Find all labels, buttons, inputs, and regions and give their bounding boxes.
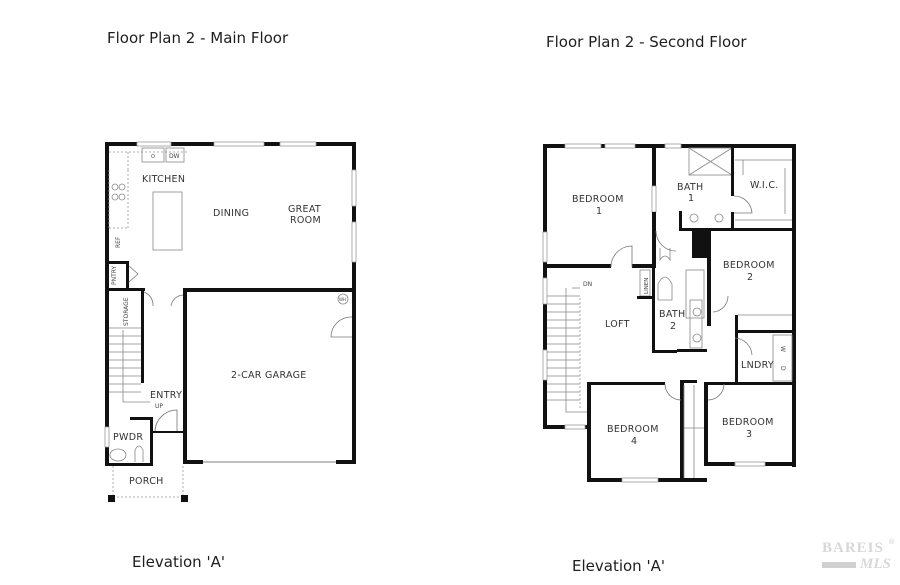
watermark-line1: BAREIS — [822, 540, 884, 556]
dining-label: DINING — [213, 208, 249, 219]
refrigerator-label: REF — [115, 236, 122, 248]
watermark-registered: ® — [888, 538, 895, 546]
stair-up-label: UP — [155, 403, 163, 410]
linen-label: LINEN — [644, 278, 650, 294]
second-floor-plan: LINEN DN W D — [542, 143, 796, 483]
main-floor-plan: DW REF PNTRY WH STORAGE — [104, 141, 357, 502]
entry-label: ENTRY — [150, 390, 182, 401]
great-room-label-line1: GREAT — [288, 204, 321, 215]
dryer-label: D — [779, 366, 786, 371]
bedroom4-label-line2: 4 — [631, 436, 637, 447]
bedroom4-label-line1: BEDROOM — [607, 424, 659, 435]
great-room-label-line2: ROOM — [290, 215, 321, 226]
bath2-label-line1: BATH — [659, 309, 685, 320]
stair-down-label: DN — [583, 281, 592, 288]
bath2-label-line2: 2 — [670, 321, 676, 332]
dishwasher-label: DW — [169, 153, 180, 160]
bedroom1-label-line1: BEDROOM — [572, 194, 624, 205]
water-heater-label: WH — [339, 297, 346, 302]
kitchen-label: KITCHEN — [142, 174, 185, 185]
pantry-label: PNTRY — [111, 265, 118, 285]
garage-label: 2-CAR GARAGE — [231, 370, 307, 381]
laundry-label: LNDRY — [741, 360, 774, 371]
storage-label: STORAGE — [123, 297, 130, 326]
bareis-mls-watermark: BAREIS ® MLS — [818, 538, 898, 582]
bedroom2-label-line2: 2 — [747, 272, 753, 283]
bath1-label-line1: BATH — [677, 182, 703, 193]
bedroom2-label-line1: BEDROOM — [723, 260, 775, 271]
porch-label: PORCH — [129, 476, 164, 487]
watermark-bar — [822, 562, 856, 568]
washer-label: W — [779, 346, 786, 352]
second-floor-elevation: Elevation 'A' — [572, 557, 665, 575]
loft-label: LOFT — [605, 319, 630, 330]
bedroom3-label-line2: 3 — [746, 429, 752, 440]
bath1-label-line2: 1 — [688, 193, 694, 204]
powder-room-label: PWDR — [113, 432, 143, 443]
wic-label: W.I.C. — [750, 180, 779, 191]
main-floor-elevation: Elevation 'A' — [132, 553, 225, 571]
second-floor-title: Floor Plan 2 - Second Floor — [546, 33, 747, 51]
main-floor-title: Floor Plan 2 - Main Floor — [107, 29, 289, 47]
bedroom1-label-line2: 1 — [596, 206, 602, 217]
watermark-line2: MLS — [860, 556, 891, 572]
bedroom3-label-line1: BEDROOM — [722, 417, 774, 428]
